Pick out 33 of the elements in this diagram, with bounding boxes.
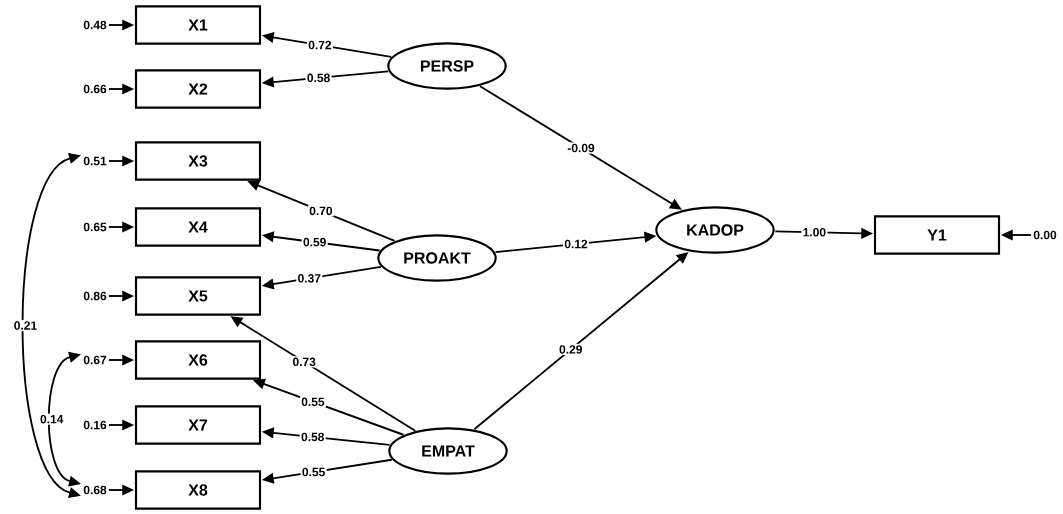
edge-label: 0.55 (299, 396, 326, 408)
error-value: 0.67 (83, 355, 107, 365)
error-value: 0.48 (83, 20, 107, 30)
edge-label: 0.73 (291, 356, 318, 368)
variable-box: X4 (134, 207, 262, 247)
error-value: 0.86 (83, 291, 107, 301)
variable-box: X3 (134, 141, 262, 181)
edge-label: 0.37 (296, 272, 323, 284)
variable-box: Y1 (873, 215, 1001, 255)
edge-label: 0.70 (307, 205, 334, 217)
error-value: 0.65 (83, 222, 107, 232)
error-value: 0.68 (83, 485, 107, 495)
error-value: 0.16 (83, 420, 107, 430)
edge-label: 0.58 (305, 72, 332, 84)
edge-label: 0.59 (301, 236, 328, 248)
edge-label: 0.72 (306, 39, 333, 51)
variable-box: X1 (134, 5, 262, 45)
error-value: 0.00 (1033, 230, 1057, 240)
edge-label: 0.21 (12, 319, 39, 332)
variable-box: X5 (134, 276, 262, 316)
variable-box: X7 (134, 405, 262, 445)
edge-label: 0.55 (300, 466, 327, 478)
edge-label: -0.09 (566, 142, 596, 154)
error-value: 0.51 (83, 156, 107, 166)
edge-label: 0.14 (38, 413, 65, 425)
edge-label: 0.12 (563, 238, 589, 250)
error-value: 0.66 (83, 84, 107, 94)
variable-box: X6 (134, 340, 262, 380)
edge-label: 1.00 (801, 226, 828, 238)
variable-box: X2 (134, 69, 262, 109)
edge-label: 0.58 (299, 431, 326, 443)
variable-box: X8 (134, 470, 262, 510)
edge-label: 0.29 (557, 343, 584, 355)
